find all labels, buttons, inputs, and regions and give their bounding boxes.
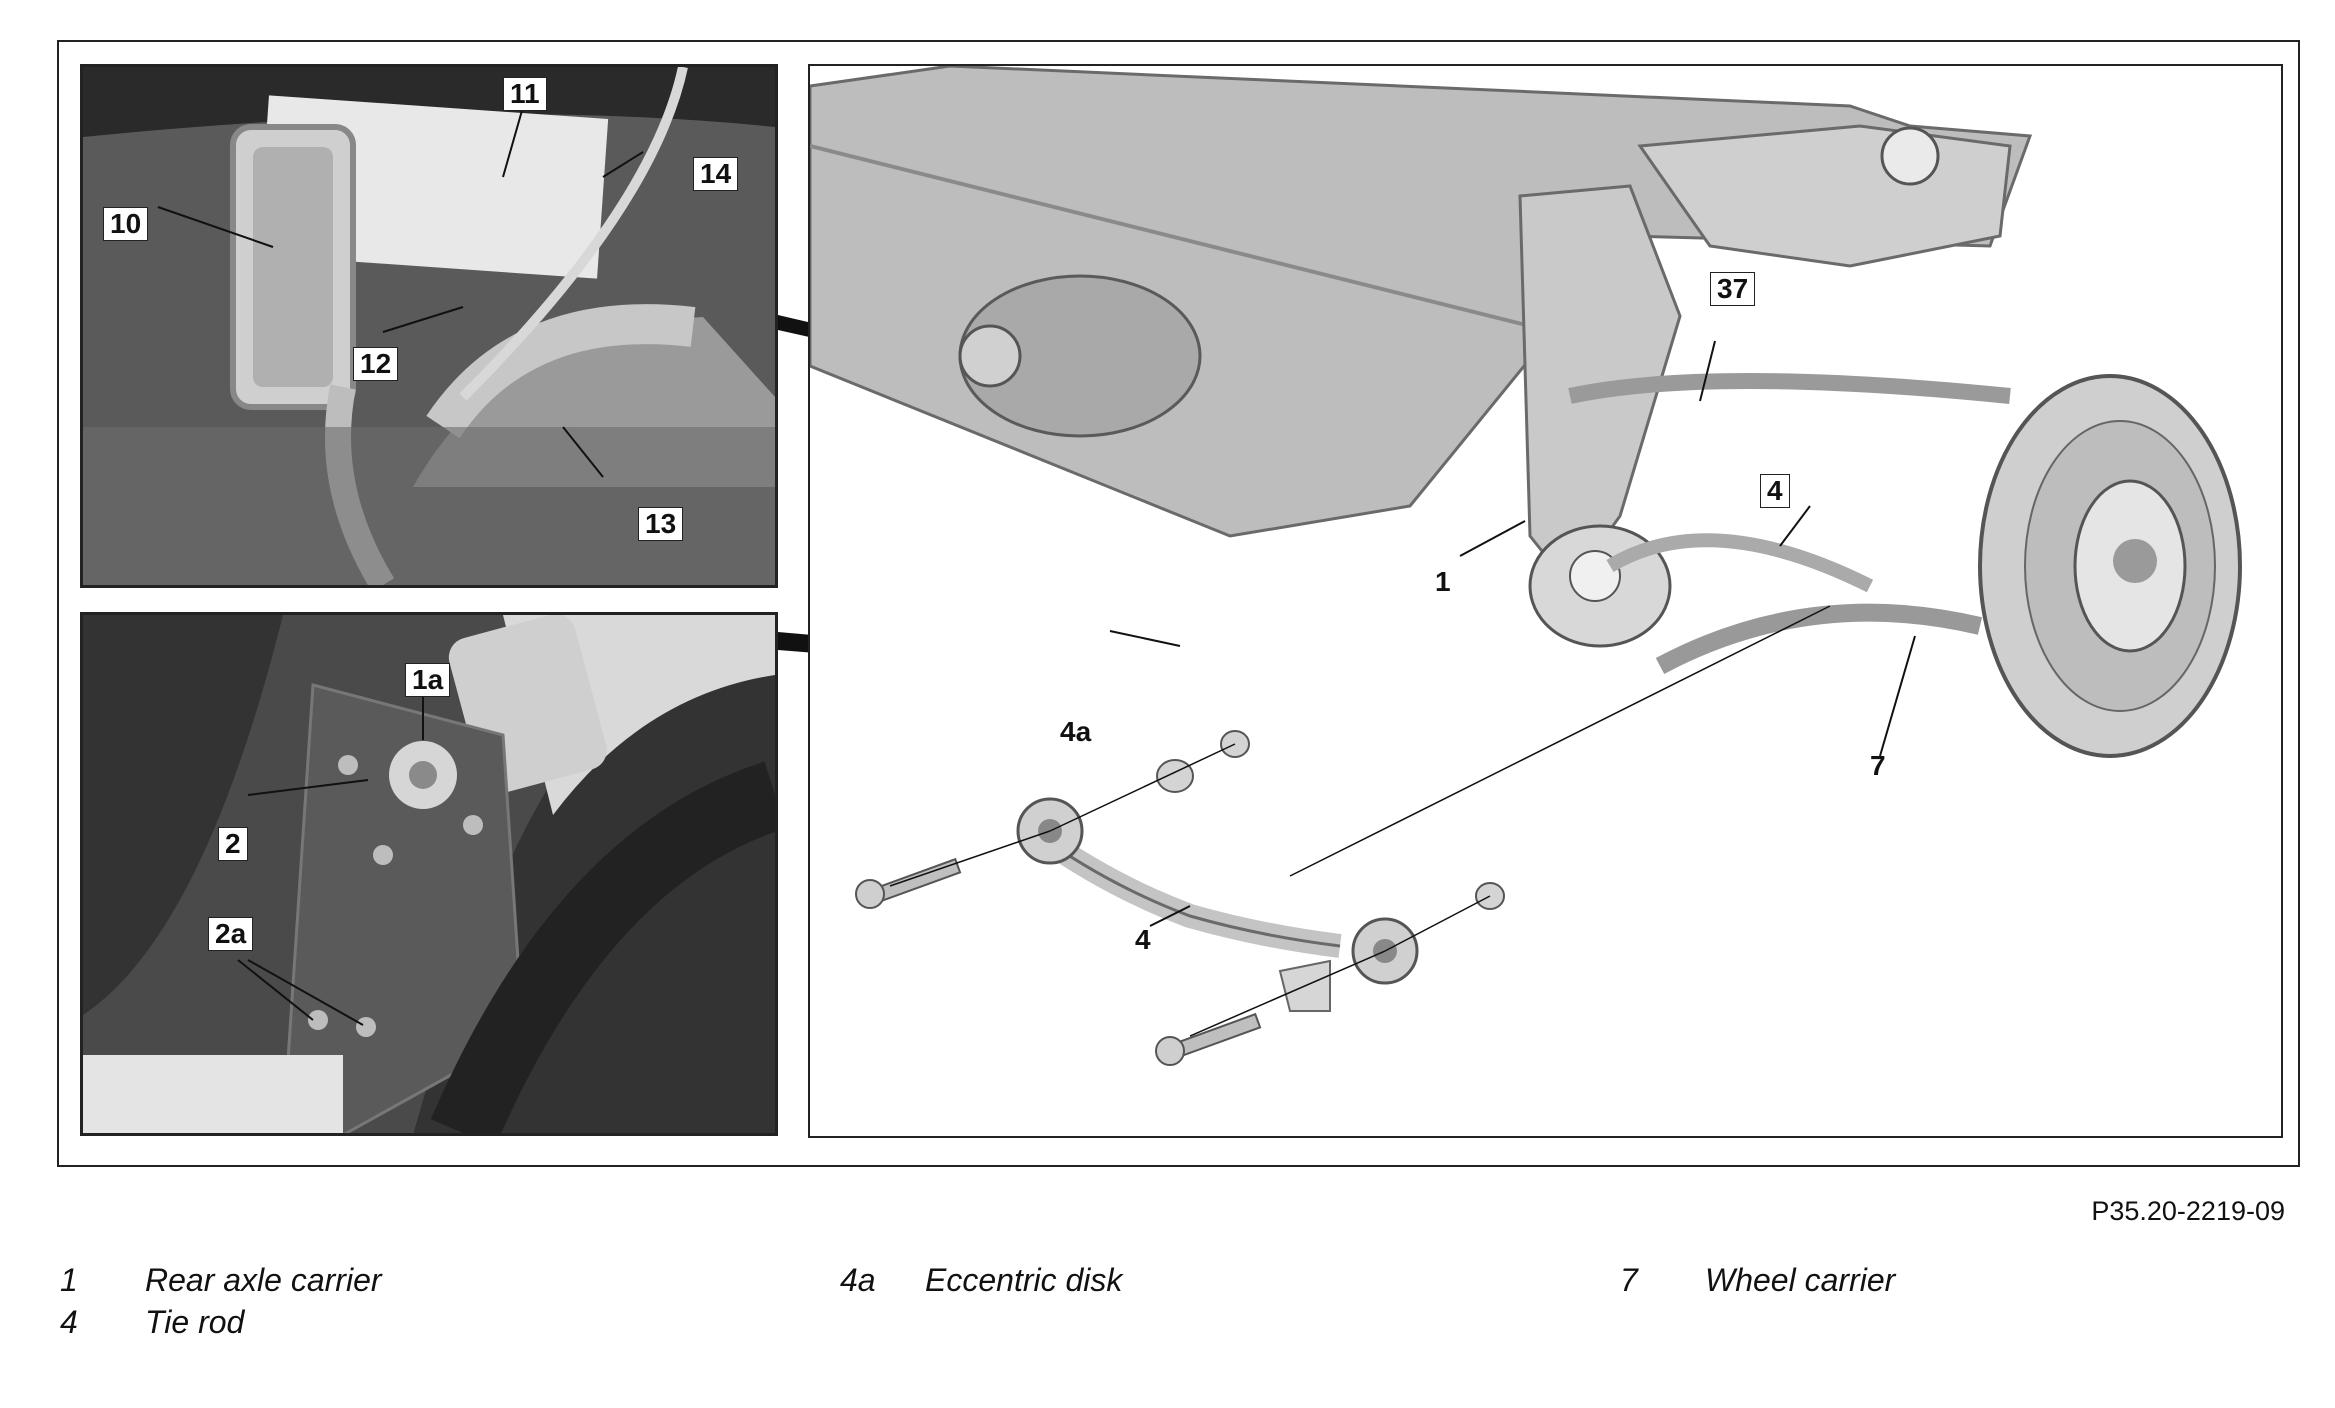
legend-number: 4 xyxy=(60,1304,78,1340)
callout-13: 13 xyxy=(638,507,684,541)
main-exploded-view: 37 4 1 7 4a 4 xyxy=(808,64,2283,1138)
label-4a: 4a xyxy=(1060,716,1092,747)
label-7: 7 xyxy=(1870,750,1886,781)
callout-4-upper: 4 xyxy=(1760,474,1790,508)
label-1: 1 xyxy=(1435,566,1451,597)
legend-text: Eccentric disk xyxy=(925,1262,1123,1298)
rear-axle-drawing xyxy=(810,66,2242,1066)
inset-bottom-drawing xyxy=(83,615,775,1133)
legend-text: Rear axle carrier xyxy=(145,1262,382,1298)
callout-37: 37 xyxy=(1710,272,1756,306)
legend-number: 7 xyxy=(1620,1262,1638,1298)
callout-12: 12 xyxy=(353,347,399,381)
inset-top-drawing xyxy=(83,67,775,585)
label-4-lower: 4 xyxy=(1135,924,1151,955)
legend-text: Tie rod xyxy=(145,1304,245,1340)
callout-10: 10 xyxy=(103,207,149,241)
callout-1a: 1a xyxy=(405,663,451,697)
callout-2a: 2a xyxy=(208,917,254,951)
callout-2: 2 xyxy=(218,827,248,861)
legend-number: 1 xyxy=(60,1262,78,1298)
legend-text: Wheel carrier xyxy=(1705,1262,1896,1298)
figure-id: P35.20-2219-09 xyxy=(2091,1196,2285,1226)
callout-11: 11 xyxy=(503,77,547,111)
legend-number: 4a xyxy=(840,1262,876,1298)
inset-photo-bottom: 1a 2 2a xyxy=(80,612,778,1136)
inset-photo-top: 11 14 10 12 13 xyxy=(80,64,778,588)
callout-14: 14 xyxy=(693,157,739,191)
